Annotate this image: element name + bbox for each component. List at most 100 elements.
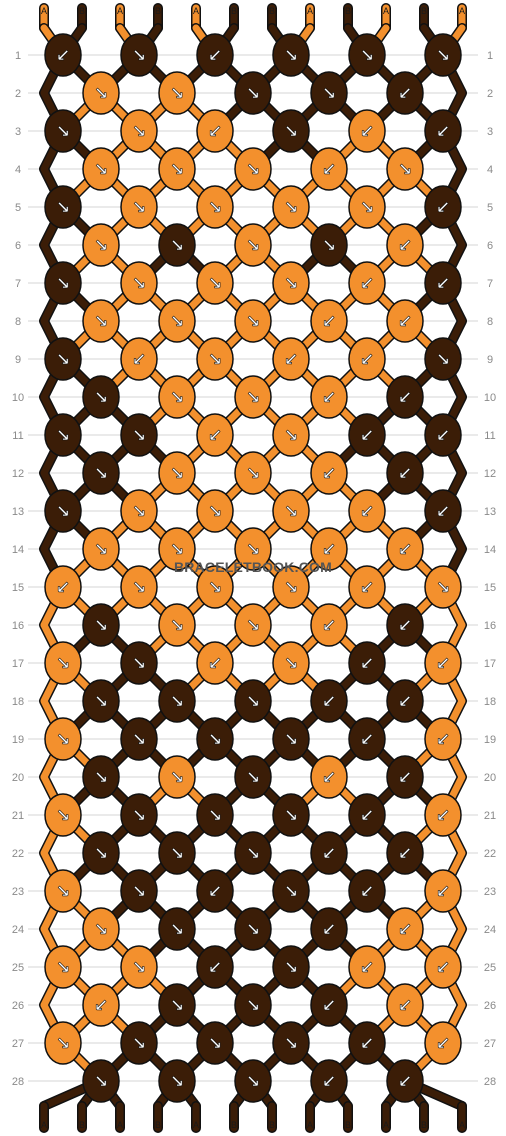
knot-arrow-icon: ↘ [284, 1034, 298, 1054]
knot-arrow-icon: ↘ [170, 616, 184, 636]
knot-arrow-icon: ↘ [208, 578, 222, 598]
knot [82, 299, 120, 343]
row-number-left: 17 [12, 658, 24, 670]
row-number-left: 13 [12, 506, 24, 518]
knot-arrow-icon: ↘ [170, 996, 184, 1016]
knot [386, 451, 424, 495]
knot [158, 1059, 196, 1103]
knot [196, 413, 234, 457]
knot-arrow-icon: ↘ [132, 958, 146, 978]
knot-arrow-icon: ↘ [284, 806, 298, 826]
knot [120, 489, 158, 533]
knot-arrow-icon: ↘ [246, 616, 260, 636]
knot [272, 1021, 310, 1065]
watermark-text: BRACELETBOOK.COM [174, 559, 332, 575]
knot-arrow-icon: ↙ [398, 920, 412, 940]
knot-arrow-icon: ↙ [322, 388, 336, 408]
knot-arrow-icon: ↘ [56, 502, 70, 522]
row-number-left: 28 [12, 1076, 24, 1088]
knot [82, 907, 120, 951]
row-number-left: 19 [12, 734, 24, 746]
knot-arrow-icon: ↘ [208, 730, 222, 750]
knot [120, 337, 158, 381]
knot-arrow-icon: ↙ [284, 350, 298, 370]
knot-arrow-icon: ↘ [284, 198, 298, 218]
knot-arrow-icon: ↙ [360, 730, 374, 750]
knot [386, 147, 424, 191]
knot [272, 261, 310, 305]
knot [234, 375, 272, 419]
knot [348, 793, 386, 837]
string-label-top: A [193, 6, 199, 16]
string-label-top: A [459, 6, 465, 16]
knot-arrow-icon: ↘ [56, 882, 70, 902]
knot [158, 375, 196, 419]
knot-arrow-icon: ↘ [94, 616, 108, 636]
knot-arrow-icon: ↙ [360, 122, 374, 142]
knot-arrow-icon: ↘ [246, 388, 260, 408]
row-number-right: 24 [484, 924, 496, 936]
knot-arrow-icon: ↘ [170, 844, 184, 864]
knot-arrow-icon: ↘ [132, 1034, 146, 1054]
knot-arrow-icon: ↘ [246, 1072, 260, 1092]
knot [272, 717, 310, 761]
knot [424, 945, 462, 989]
knot-arrow-icon: ↘ [94, 312, 108, 332]
knot [424, 33, 462, 77]
knot-arrow-icon: ↙ [208, 122, 222, 142]
row-number-left: 12 [12, 468, 24, 480]
knot-arrow-icon: ↙ [398, 1072, 412, 1092]
knot-arrow-icon: ↙ [398, 312, 412, 332]
knot [234, 147, 272, 191]
knot-arrow-icon: ↘ [246, 920, 260, 940]
knot [310, 299, 348, 343]
knot-arrow-icon: ↘ [208, 1034, 222, 1054]
knot-arrow-icon: ↘ [170, 312, 184, 332]
knot [348, 33, 386, 77]
string-label-bottom: B [345, 1120, 351, 1130]
row-number-left: 24 [12, 924, 24, 936]
knot [82, 71, 120, 115]
knot-arrow-icon: ↘ [56, 122, 70, 142]
knot-arrow-icon: ↘ [132, 806, 146, 826]
knot-arrow-icon: ↙ [436, 122, 450, 142]
knot [158, 983, 196, 1027]
row-number-right: 27 [484, 1038, 496, 1050]
knot-arrow-icon: ↘ [436, 578, 450, 598]
knot-arrow-icon: ↘ [246, 84, 260, 104]
knot [158, 223, 196, 267]
row-number-left: 16 [12, 620, 24, 632]
knot-arrow-icon: ↙ [436, 806, 450, 826]
knot-arrow-icon: ↙ [208, 654, 222, 674]
knot-arrow-icon: ↙ [398, 692, 412, 712]
knot [120, 413, 158, 457]
knot-arrow-icon: ↘ [208, 502, 222, 522]
knot [82, 147, 120, 191]
row-number-left: 14 [12, 544, 24, 556]
row-number-left: 27 [12, 1038, 24, 1050]
knot-arrow-icon: ↙ [436, 882, 450, 902]
knot-arrow-icon: ↘ [246, 692, 260, 712]
row-number-left: 26 [12, 1000, 24, 1012]
knot [196, 869, 234, 913]
knot [196, 793, 234, 837]
knot-arrow-icon: ↙ [360, 578, 374, 598]
row-number-right: 13 [484, 506, 496, 518]
knot-arrow-icon: ↙ [360, 426, 374, 446]
knot [234, 223, 272, 267]
knot [44, 109, 82, 153]
knot [386, 831, 424, 875]
knot-arrow-icon: ↘ [284, 122, 298, 142]
knot [158, 147, 196, 191]
knot-arrow-icon: ↘ [56, 426, 70, 446]
knot-arrow-icon: ↙ [398, 616, 412, 636]
knot [272, 33, 310, 77]
knot-arrow-icon: ↙ [94, 996, 108, 1016]
knot [386, 907, 424, 951]
knot [158, 907, 196, 951]
row-number-left: 22 [12, 848, 24, 860]
knot-arrow-icon: ↘ [94, 692, 108, 712]
knot [310, 831, 348, 875]
string-label-bottom: B [155, 1120, 161, 1130]
knot [196, 185, 234, 229]
